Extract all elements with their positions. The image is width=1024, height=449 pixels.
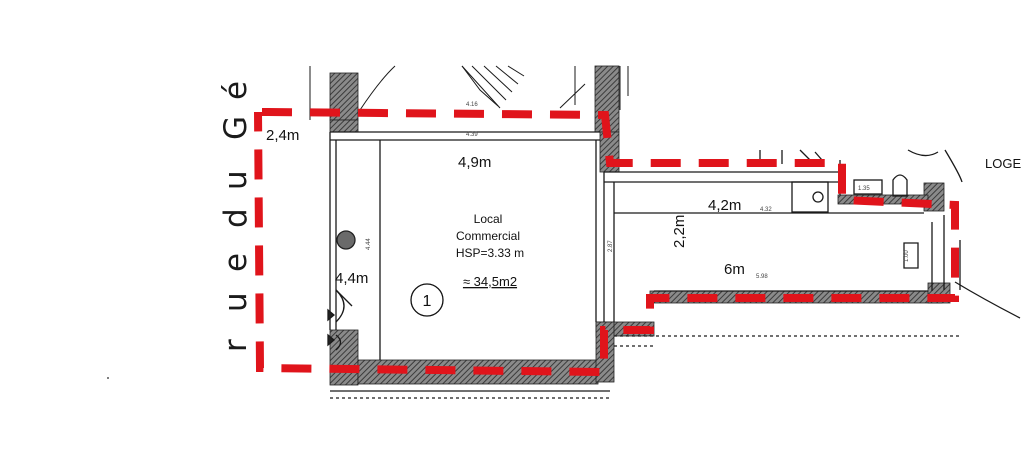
- small-label-135: 1.35: [858, 186, 870, 192]
- label-logement: LOGE: [985, 156, 1021, 171]
- dimension-annotations: 2,4m 4,9m 4,4m 4,2m 2,2m 6m: [266, 127, 745, 287]
- corridor-width-label: 2,2m: [671, 215, 688, 248]
- room-name-line2: Commercial: [456, 229, 520, 243]
- column-icon: [336, 230, 356, 250]
- room-number: 1: [423, 293, 432, 310]
- staircase: [309, 65, 629, 120]
- small-label-100: 1.00: [904, 250, 910, 262]
- small-label-444: 4.44: [366, 238, 372, 250]
- street-char-1: r: [218, 339, 254, 352]
- corner-width-label: 2,4m: [266, 127, 299, 144]
- room-outline: [329, 131, 610, 399]
- room-ceiling-height: HSP=3.33 m: [456, 246, 524, 260]
- room-height-label: 4,4m: [335, 270, 368, 287]
- room-number-circle: [410, 283, 444, 317]
- small-label-439: 4.39: [466, 132, 478, 138]
- room-name-line1: Local: [474, 212, 503, 226]
- small-dimension-labels: 4.16 4.39 4.44 2.87 4.32 5.98 1.35 1.00 …: [366, 102, 1021, 280]
- small-label-287: 2.87: [608, 240, 614, 252]
- street-char-7: é: [218, 81, 254, 100]
- room-width-label: 4,9m: [458, 154, 491, 171]
- room-area: ≈ 34,5m2: [463, 274, 517, 289]
- room-label: Local Commercial HSP=3.33 m ≈ 34,5m2 1: [410, 212, 524, 317]
- stray-dot: [107, 377, 109, 379]
- street-char-2: u: [218, 292, 254, 312]
- street-char-6: G: [218, 116, 254, 140]
- small-label-598: 5.98: [756, 274, 768, 280]
- corridor-length-label: 4,2m: [708, 197, 741, 214]
- corridor-total-label: 6m: [724, 261, 745, 278]
- small-label-432: 4.32: [760, 207, 772, 213]
- street-name: r u e d u G é: [218, 81, 254, 352]
- small-label-416: 4.16: [466, 102, 478, 108]
- street-char-5: u: [218, 170, 254, 190]
- street-char-3: e: [218, 253, 254, 272]
- street-char-4: d: [218, 208, 254, 228]
- corridor-outline: [604, 149, 1021, 347]
- premises-outline: [254, 108, 959, 377]
